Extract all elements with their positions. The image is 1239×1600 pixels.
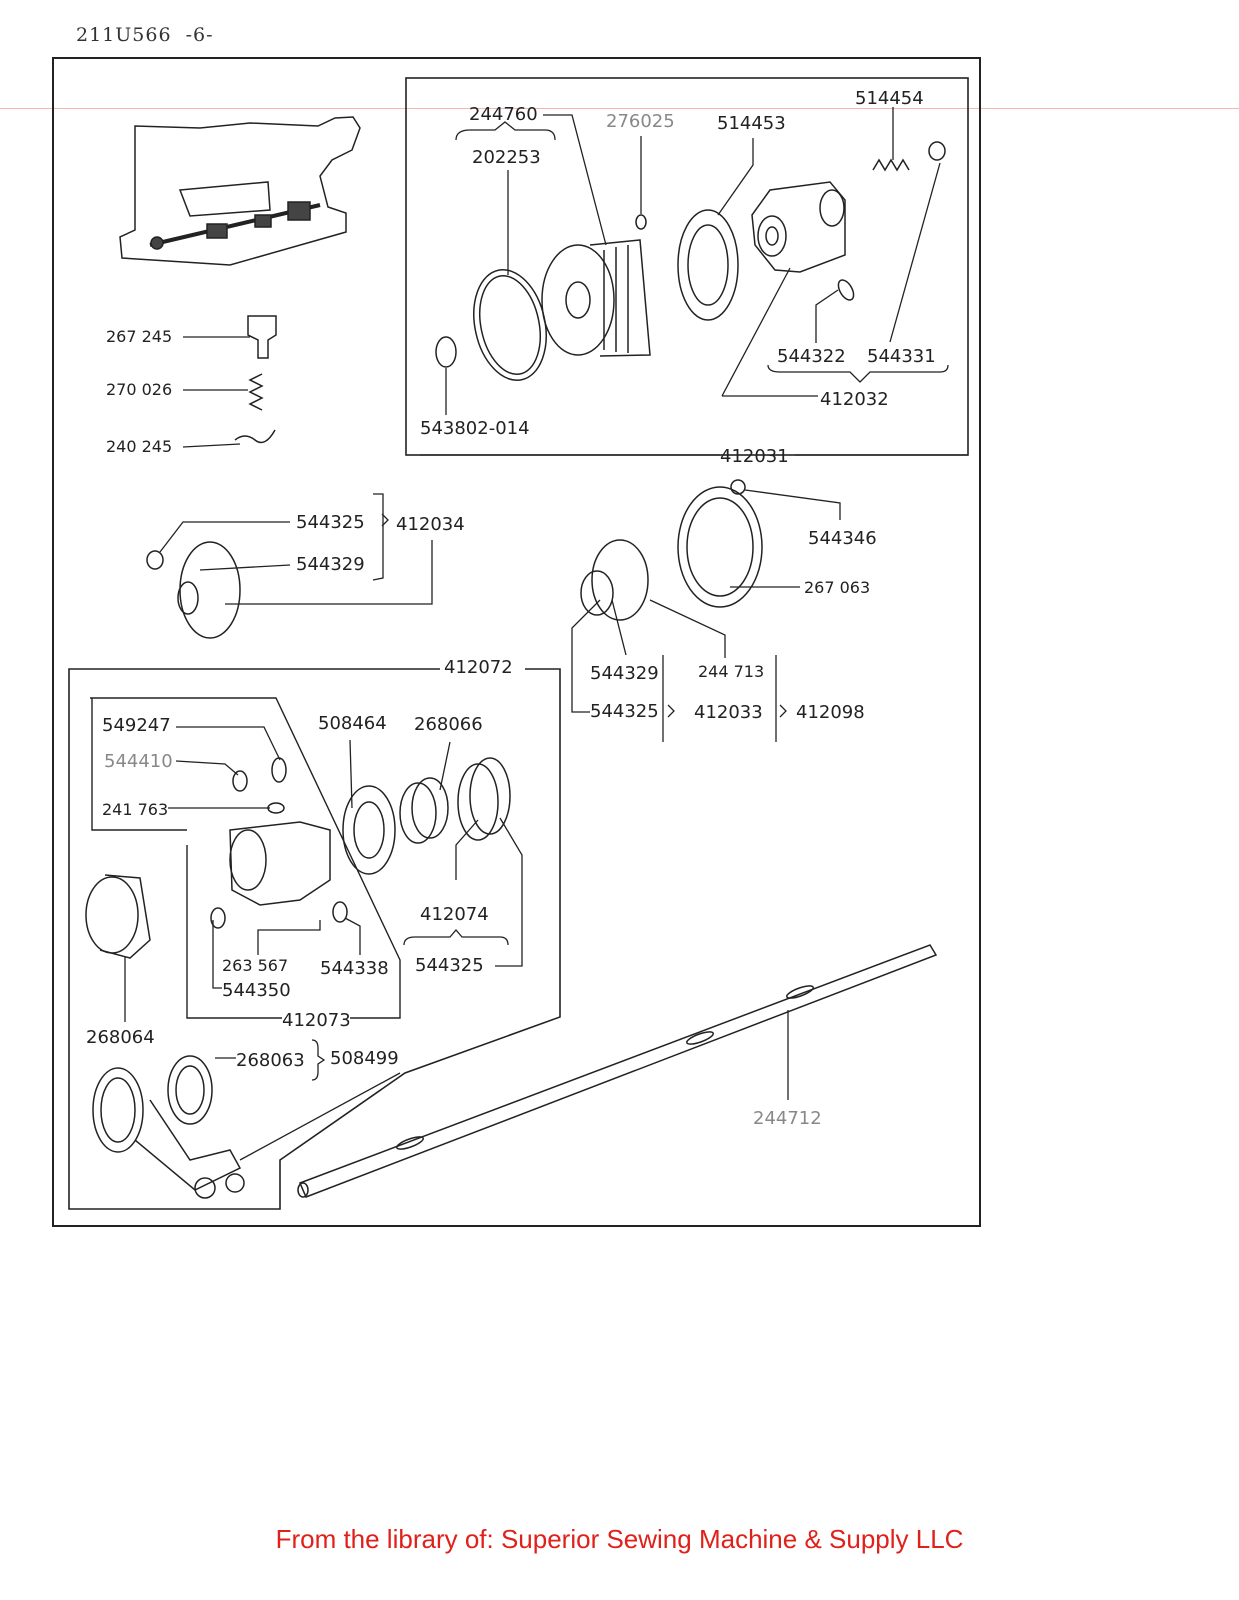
coil-spring-icon: [411, 777, 449, 839]
screw-icon: [271, 757, 287, 783]
clip-icon: [435, 336, 457, 368]
label-268066: 268066: [414, 714, 483, 735]
label-244712: 244712: [753, 1108, 822, 1129]
braces: [311, 513, 787, 1081]
bracket-block-icon: [751, 181, 846, 273]
screw-icon: [730, 479, 746, 495]
label-544329-b: 544329: [590, 663, 659, 684]
label-412072: 412072: [444, 657, 513, 678]
label-241763: 241 763: [102, 800, 168, 819]
label-544325-b: 544325: [590, 701, 659, 722]
doc-id: 211U566: [76, 24, 172, 46]
bevel-gear-icon: [179, 541, 241, 639]
wire-spring-icon: [234, 429, 276, 444]
screw-icon: [232, 770, 248, 792]
document-header: 211U566 -6-: [76, 24, 214, 46]
label-268063: 268063: [236, 1050, 305, 1071]
retaining-ring-icon: [473, 268, 547, 382]
eccentric-body-icon: [229, 821, 331, 906]
label-544322: 544322: [777, 346, 846, 367]
eccentric-group-box: [68, 668, 561, 1210]
spring-icon: [872, 158, 910, 172]
label-514454: 514454: [855, 88, 924, 109]
label-276025: 276025: [606, 111, 675, 132]
screw-icon: [928, 141, 946, 161]
label-244713: 244 713: [698, 662, 764, 681]
needle-bearing-icon: [167, 1055, 213, 1125]
part-labels: 244760 202253 276025 514453 514454 54432…: [86, 88, 936, 1129]
stud-icon: [247, 315, 277, 359]
collar-icon: [457, 763, 499, 841]
label-544325-c: 544325: [415, 955, 484, 976]
connecting-rod-icon: [92, 1067, 245, 1199]
label-267063: 267 063: [804, 578, 870, 597]
outer-frame: [52, 57, 981, 1227]
label-412031: 412031: [720, 446, 789, 467]
label-263567: 263 567: [222, 956, 288, 975]
library-credit: From the library of: Superior Sewing Mac…: [275, 1524, 964, 1554]
screw-icon: [210, 907, 226, 929]
label-544338: 544338: [320, 958, 389, 979]
label-268064: 268064: [86, 1027, 155, 1048]
label-549247: 549247: [102, 715, 171, 736]
label-270026: 270 026: [106, 380, 172, 399]
label-508499: 508499: [330, 1048, 399, 1069]
label-544350: 544350: [222, 980, 291, 1001]
label-412034: 412034: [396, 514, 465, 535]
label-244760: 244760: [469, 104, 538, 125]
cover-plate-icon: [677, 486, 763, 608]
label-412033: 412033: [694, 702, 763, 723]
eccentric-cam-icon: [342, 785, 396, 875]
screw-icon: [146, 550, 164, 570]
label-508464: 508464: [318, 713, 387, 734]
gear-icon: [541, 239, 651, 357]
screw-icon: [332, 901, 348, 923]
set-screw-icon: [837, 279, 855, 301]
label-240245: 240 245: [106, 437, 172, 456]
label-544325-a: 544325: [296, 512, 365, 533]
scan-line: [0, 108, 1239, 109]
label-544410: 544410: [104, 751, 173, 772]
pin-icon: [635, 214, 647, 230]
label-544329-a: 544329: [296, 554, 365, 575]
label-543802-014: 543802-014: [420, 418, 530, 439]
label-544331: 544331: [867, 346, 936, 367]
label-514453: 514453: [717, 113, 786, 134]
label-202253: 202253: [472, 147, 541, 168]
washer-icon: [267, 802, 285, 814]
leader-lines: [124, 107, 968, 1161]
label-412074: 412074: [420, 904, 489, 925]
bushing-icon: [85, 876, 139, 954]
flange-icon: [677, 209, 739, 321]
spring-icon: [248, 373, 264, 411]
label-412073: 412073: [282, 1010, 351, 1031]
label-267245: 267 245: [106, 327, 172, 346]
label-412098: 412098: [796, 702, 865, 723]
shaft-icon: [297, 944, 938, 1198]
label-544346: 544346: [808, 528, 877, 549]
hub-icon: [591, 539, 649, 621]
label-412032: 412032: [820, 389, 889, 410]
page-number: -6-: [185, 24, 214, 46]
machine-body-icon: [119, 116, 361, 266]
